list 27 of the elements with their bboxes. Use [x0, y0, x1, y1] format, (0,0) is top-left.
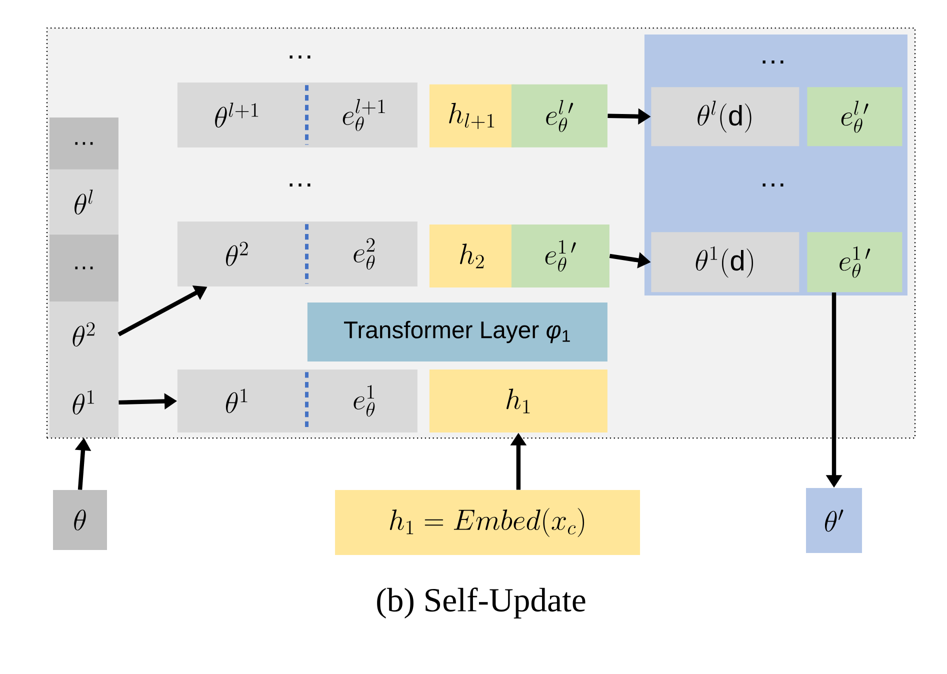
- hidden-state-box: $h_{1}$: [429, 369, 608, 432]
- ellipsis-cell: …: [49, 117, 118, 170]
- embedding-box: $e_{\theta}^{l\,\prime}$: [511, 84, 608, 148]
- caption: (b) Self-Update: [377, 588, 586, 618]
- input-box: $\theta$: [53, 490, 107, 550]
- ellipsis: …: [762, 60, 784, 64]
- node-label: $\theta^{1}$: [72, 390, 94, 415]
- parameter-box: $\theta^{1}(\mathrm{d})$: [651, 232, 800, 292]
- parameter-box: $\theta^{l}(\mathrm{d})$: [651, 87, 800, 146]
- hidden-state-box: $h_{2}$: [429, 224, 514, 288]
- embedding-box: $e_{\theta}^{l\,\prime}$: [807, 87, 902, 146]
- embedding-formula-box: $h_{1} = Embed(x_{c})$: [335, 490, 640, 555]
- embedding-box: $e_{\theta}^{1\,\prime}$: [511, 224, 610, 288]
- transformer-layer-box: Transformer Layer φ$_{1}$: [307, 302, 608, 362]
- hidden-state-box: $h_{l+1}$: [429, 84, 514, 148]
- parameter-cell: $\theta^{2}$: [49, 301, 118, 368]
- output-box: $\theta'$: [806, 488, 862, 554]
- split-box: $\theta^{2}$ $e_{\theta}^{2}$: [177, 221, 418, 286]
- embedding-box: $e_{\theta}^{1\,\prime}$: [807, 232, 902, 292]
- split-box: $\theta^{1}$ $e_{\theta}^{1}$: [177, 369, 418, 432]
- ellipsis: …: [762, 184, 784, 186]
- node-label: $\theta^{2}$: [72, 322, 95, 347]
- split-box: $\theta^{l+1}$ $e_{\theta}^{l+1}$: [177, 82, 418, 148]
- parameter-cell: $\theta^{l}$: [49, 169, 118, 234]
- ellipsis: …: [290, 184, 310, 186]
- parameter-cell: $\theta^{1}$: [49, 367, 118, 438]
- ellipsis-cell: …: [49, 234, 118, 302]
